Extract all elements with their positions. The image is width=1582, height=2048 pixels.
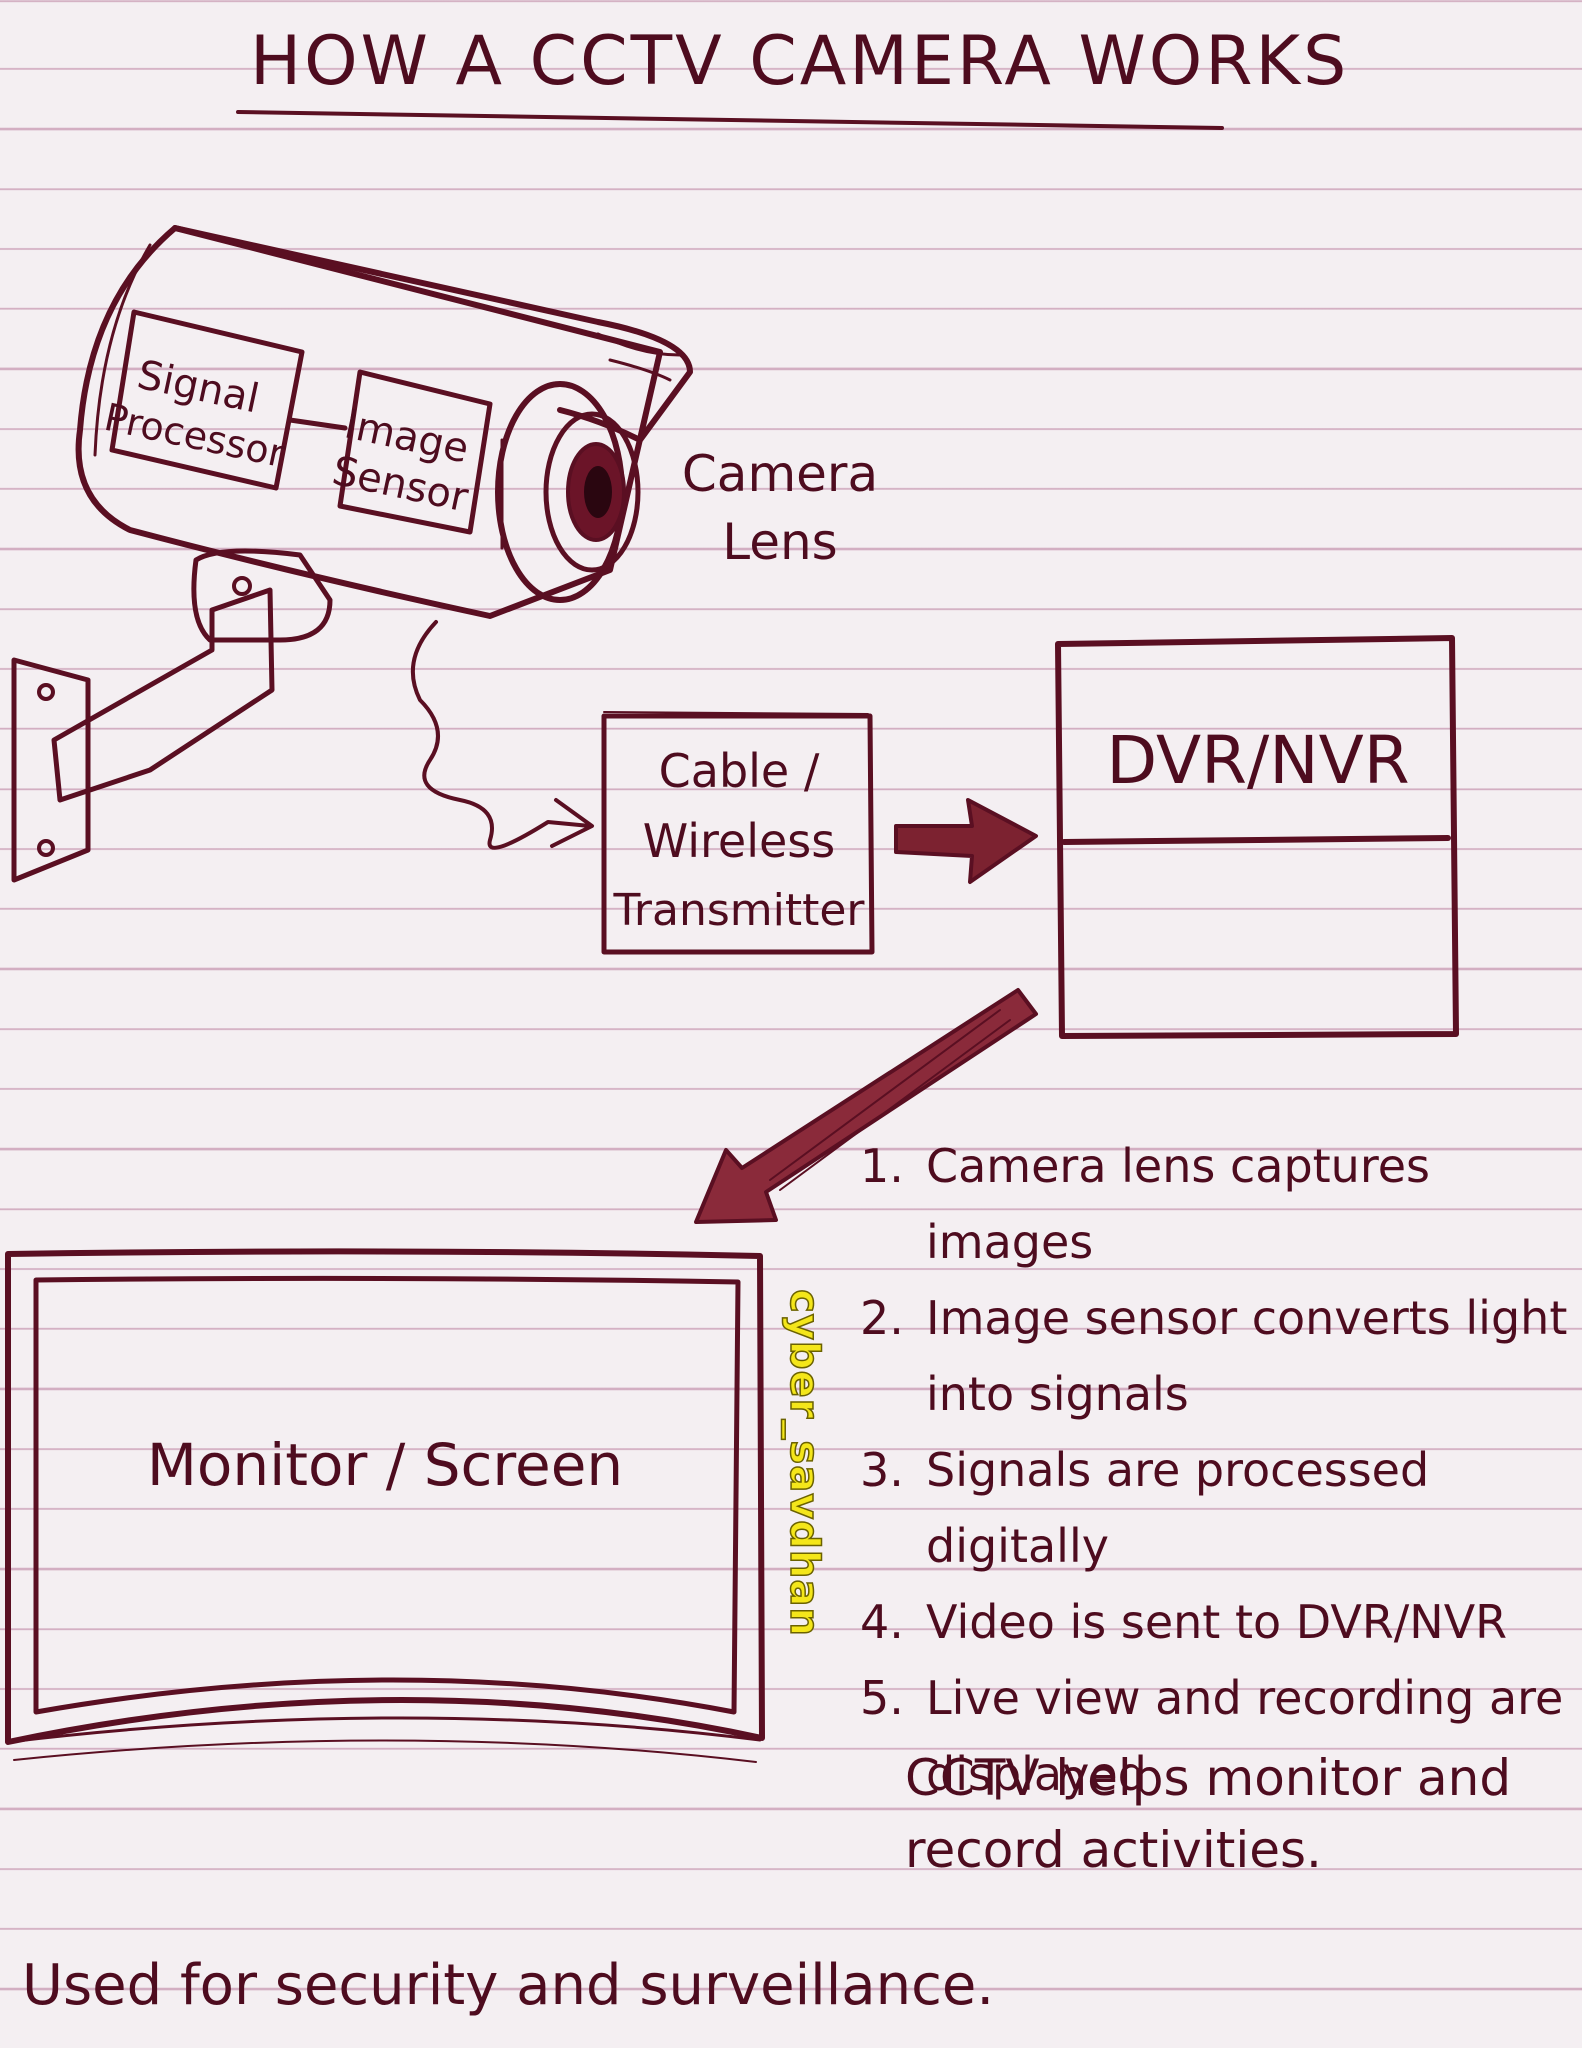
image-sensor-box (337, 369, 493, 535)
dvr-nvr-label: DVR/NVR (1106, 722, 1410, 799)
list-item: 4. Video is sent to DVR/NVR (860, 1595, 1508, 1649)
dvr-nvr-box (1055, 635, 1459, 1039)
arrow-transmitter-to-dvr (894, 798, 1038, 884)
arrow-dvr-to-monitor (694, 988, 1038, 1224)
transmitter-label: Cable / Wireless Transmitter (613, 744, 865, 936)
camera-bracket (191, 548, 333, 643)
monitor-outer-frame (5, 1248, 765, 1745)
signal-cable (410, 620, 592, 850)
camera-hood (172, 225, 693, 443)
page-title: HOW A CCTV CAMERA WORKS (250, 22, 1350, 101)
cctv-camera-drawing (11, 225, 693, 883)
title-underline (236, 110, 1224, 130)
camera-lens-label: Camera Lens (681, 445, 879, 571)
wall-mount-plate (11, 657, 91, 883)
transmitter-box (601, 713, 875, 955)
summary-text: CCTV helps monitor and record activities… (905, 1749, 1512, 1879)
signal-processor-box (109, 309, 305, 491)
list-item: 5. Live view and recording are displayed (860, 1671, 1564, 1801)
list-item: 2. Image sensor converts light into sign… (860, 1291, 1568, 1421)
camera-body (75, 225, 663, 619)
footer-text: Used for security and surveillance. (22, 1953, 995, 2018)
watermark: cyber_savdhan (780, 1288, 828, 1637)
monitor-screen-label: Monitor / Screen (146, 1431, 624, 1499)
steps-list: 1. Camera lens captures images 2. Image … (860, 1128, 1580, 1812)
list-item: 3. Signals are processed digitally (860, 1443, 1430, 1573)
monitor-inner-screen (33, 1275, 741, 1715)
list-item: 1. Camera lens captures images (860, 1139, 1431, 1269)
